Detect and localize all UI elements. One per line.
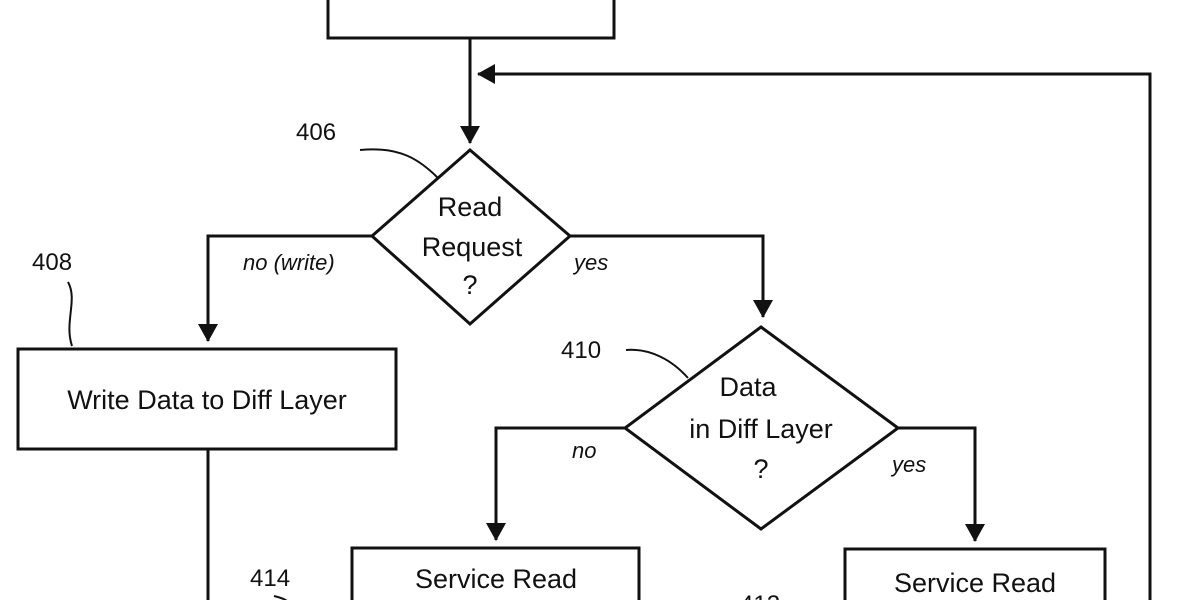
connector-410-no [486, 426, 625, 541]
ref-406-leader [359, 148, 439, 179]
box-408-write-data [16, 347, 398, 451]
d406-line-1: Read [438, 192, 503, 222]
box-412-label: Service Read [894, 568, 1056, 598]
ref-406: 406 [296, 119, 336, 146]
d410-line-2: in Diff Layer [689, 414, 833, 444]
box-414-service-read [350, 546, 641, 600]
d406-line-2: Request [422, 232, 523, 262]
branch-406-yes: yes [572, 250, 608, 275]
connector-410-yes [898, 426, 985, 542]
loop-back-connector [477, 64, 1152, 600]
ref-408: 408 [32, 249, 72, 276]
d410-line-3: ? [753, 454, 768, 484]
connector-406-yes [570, 234, 773, 318]
decision-406-read-request [369, 148, 573, 327]
ref-410-leader [625, 348, 689, 379]
ref-414: 414 [250, 565, 290, 592]
ref-408-leader [67, 281, 73, 347]
connector-406-no [198, 234, 372, 342]
box-414-label: Service Read [415, 564, 577, 594]
box-412-service-read [843, 547, 1107, 600]
branch-410-no: no [572, 438, 596, 463]
d406-line-3: ? [462, 270, 477, 300]
d410-line-1: Data [719, 372, 777, 402]
branch-406-no: no (write) [243, 250, 335, 275]
ref-412: 412 [740, 591, 780, 600]
branch-410-yes: yes [890, 452, 926, 477]
decision-410-data-in-diff-layer [622, 325, 901, 531]
box-408-label: Write Data to Diff Layer [67, 385, 347, 415]
ref-410: 410 [561, 337, 601, 364]
ref-414-leader [273, 595, 288, 600]
top-process-box [326, 0, 616, 40]
